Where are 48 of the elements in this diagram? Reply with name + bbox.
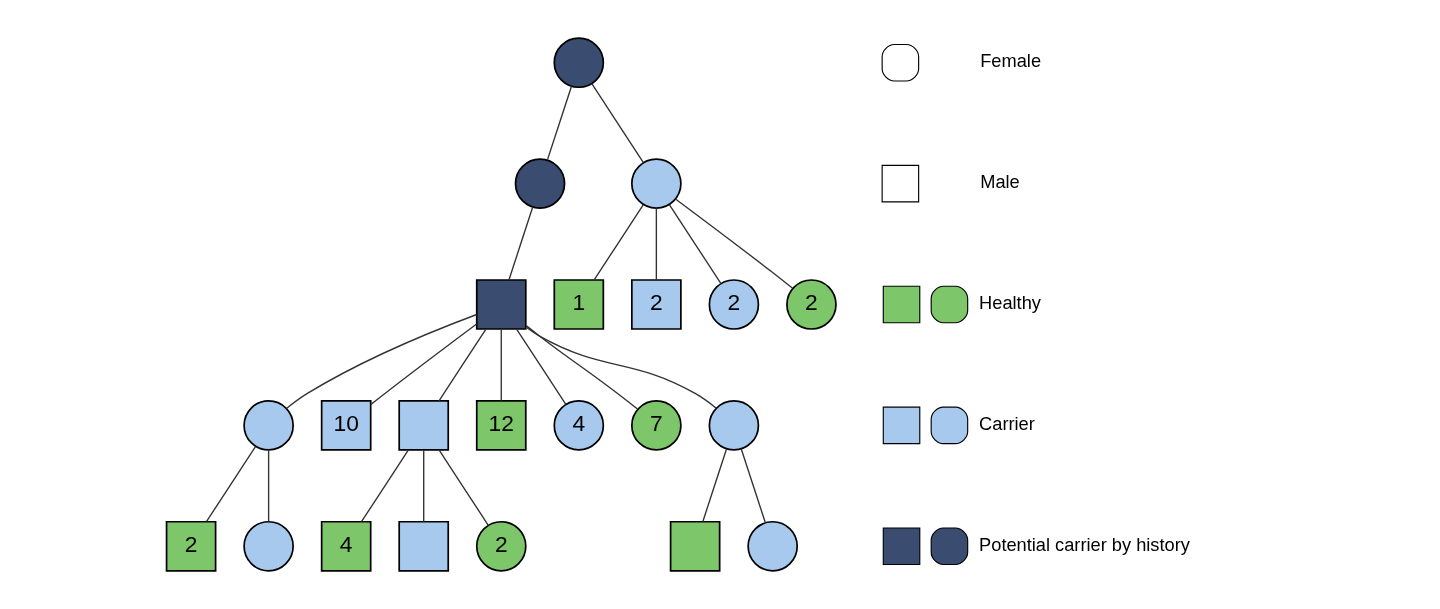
connector: [740, 448, 766, 524]
node-circle: [552, 37, 604, 89]
legend-label: Healthy: [978, 291, 1041, 313]
node-circle: [242, 520, 294, 572]
node-box: 4: [320, 520, 372, 572]
connector: [267, 449, 269, 523]
connector: [674, 198, 793, 289]
connector: [590, 83, 644, 164]
connector: [422, 449, 424, 523]
node-box: 2: [165, 520, 216, 572]
node-circle: 2: [785, 279, 837, 330]
node-circle: 2: [475, 520, 527, 572]
connector: [525, 324, 638, 410]
node-circle: 4: [552, 400, 604, 451]
node-circle: [630, 158, 682, 209]
legend-label: Carrier: [978, 412, 1035, 434]
node-circle: 2: [708, 279, 759, 330]
node-circle: [242, 400, 294, 451]
connector: [515, 328, 566, 406]
legend-label: Female: [979, 50, 1041, 72]
connector: [655, 207, 657, 281]
connector: [701, 448, 727, 523]
connector: [524, 326, 717, 409]
connector: [437, 449, 489, 526]
node-box: 10: [320, 400, 372, 451]
connector: [668, 204, 722, 285]
connector: [285, 313, 477, 410]
legend-label: Potential carrier by history: [978, 533, 1190, 555]
connector: [437, 328, 487, 402]
node-box: 12: [475, 400, 527, 451]
legend-label: Male: [979, 170, 1020, 192]
connector: [369, 323, 477, 406]
node-box: 2: [630, 279, 682, 330]
connector: [546, 85, 572, 161]
node-circle: [708, 400, 759, 451]
connector: [507, 206, 533, 281]
node-circle: [514, 158, 565, 209]
connector: [360, 449, 409, 523]
node-circle: 7: [630, 400, 682, 451]
node-box: [475, 279, 527, 330]
node-box: [669, 520, 720, 572]
node-box: [397, 400, 449, 451]
connector: [500, 328, 502, 402]
connector: [205, 445, 256, 523]
node-circle: [746, 520, 798, 572]
node-box: 1: [552, 279, 604, 330]
connector: [592, 204, 644, 281]
node-box: [397, 520, 449, 572]
